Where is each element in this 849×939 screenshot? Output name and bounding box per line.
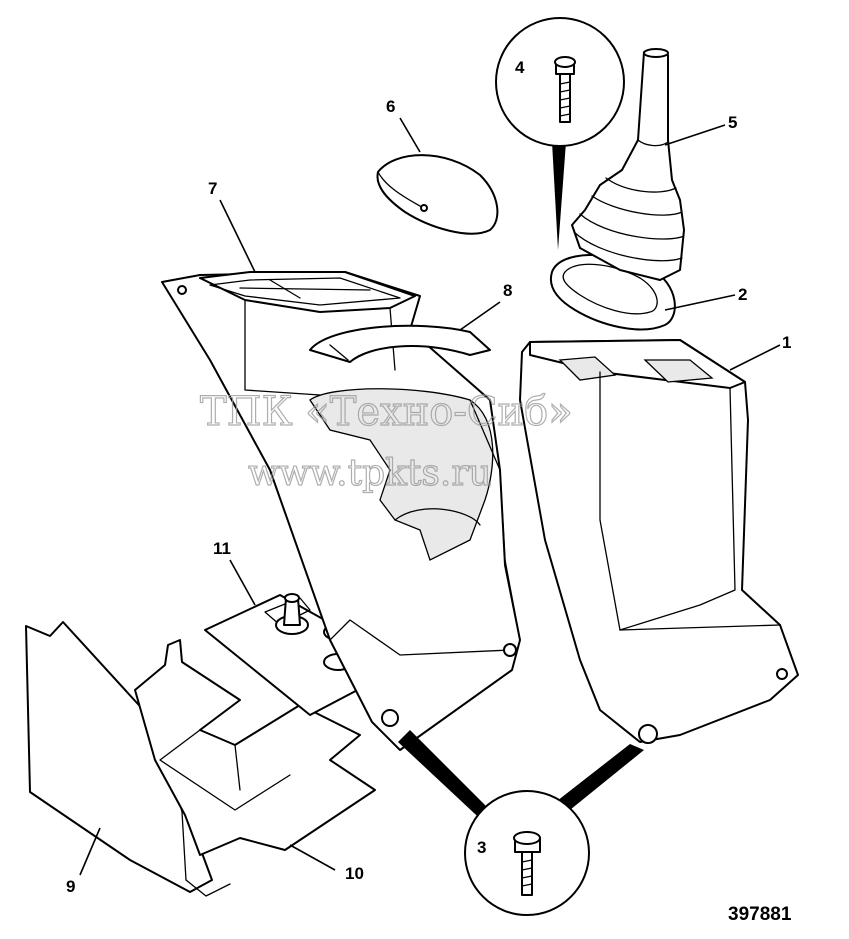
part-10-bracket-plate bbox=[134, 639, 376, 856]
part-7-console-housing bbox=[161, 271, 521, 751]
callout-5: 5 bbox=[728, 113, 737, 132]
watermark: ТПК «Техно-Сиб» www.tpkts.ru bbox=[199, 388, 573, 494]
part-8-trim-plate bbox=[309, 324, 491, 363]
part-1-right-housing bbox=[519, 339, 799, 744]
callout-6: 6 bbox=[386, 97, 395, 116]
reference-number: 397881 bbox=[728, 904, 792, 925]
part-6-cap bbox=[376, 154, 499, 235]
callout-8: 8 bbox=[503, 281, 512, 300]
callout-11: 11 bbox=[213, 539, 231, 558]
callout-9: 9 bbox=[66, 877, 75, 896]
watermark-url: www.tpkts.ru bbox=[248, 453, 492, 494]
callout-2: 2 bbox=[738, 285, 747, 304]
part-5-gaiter bbox=[571, 48, 685, 281]
callout-3: 3 bbox=[477, 838, 486, 857]
callout-7: 7 bbox=[208, 179, 217, 198]
callout-10: 10 bbox=[345, 864, 364, 883]
callout-1: 1 bbox=[782, 333, 791, 352]
callout-labels: 1 2 3 4 5 6 7 8 9 10 11 bbox=[66, 58, 791, 896]
watermark-company: ТПК «Техно-Сиб» bbox=[200, 389, 573, 435]
detail-circle-bolt-3 bbox=[398, 730, 644, 916]
callout-4: 4 bbox=[515, 58, 525, 77]
detail-circle-bolt-4 bbox=[495, 17, 625, 250]
leader-lines bbox=[79, 117, 781, 876]
